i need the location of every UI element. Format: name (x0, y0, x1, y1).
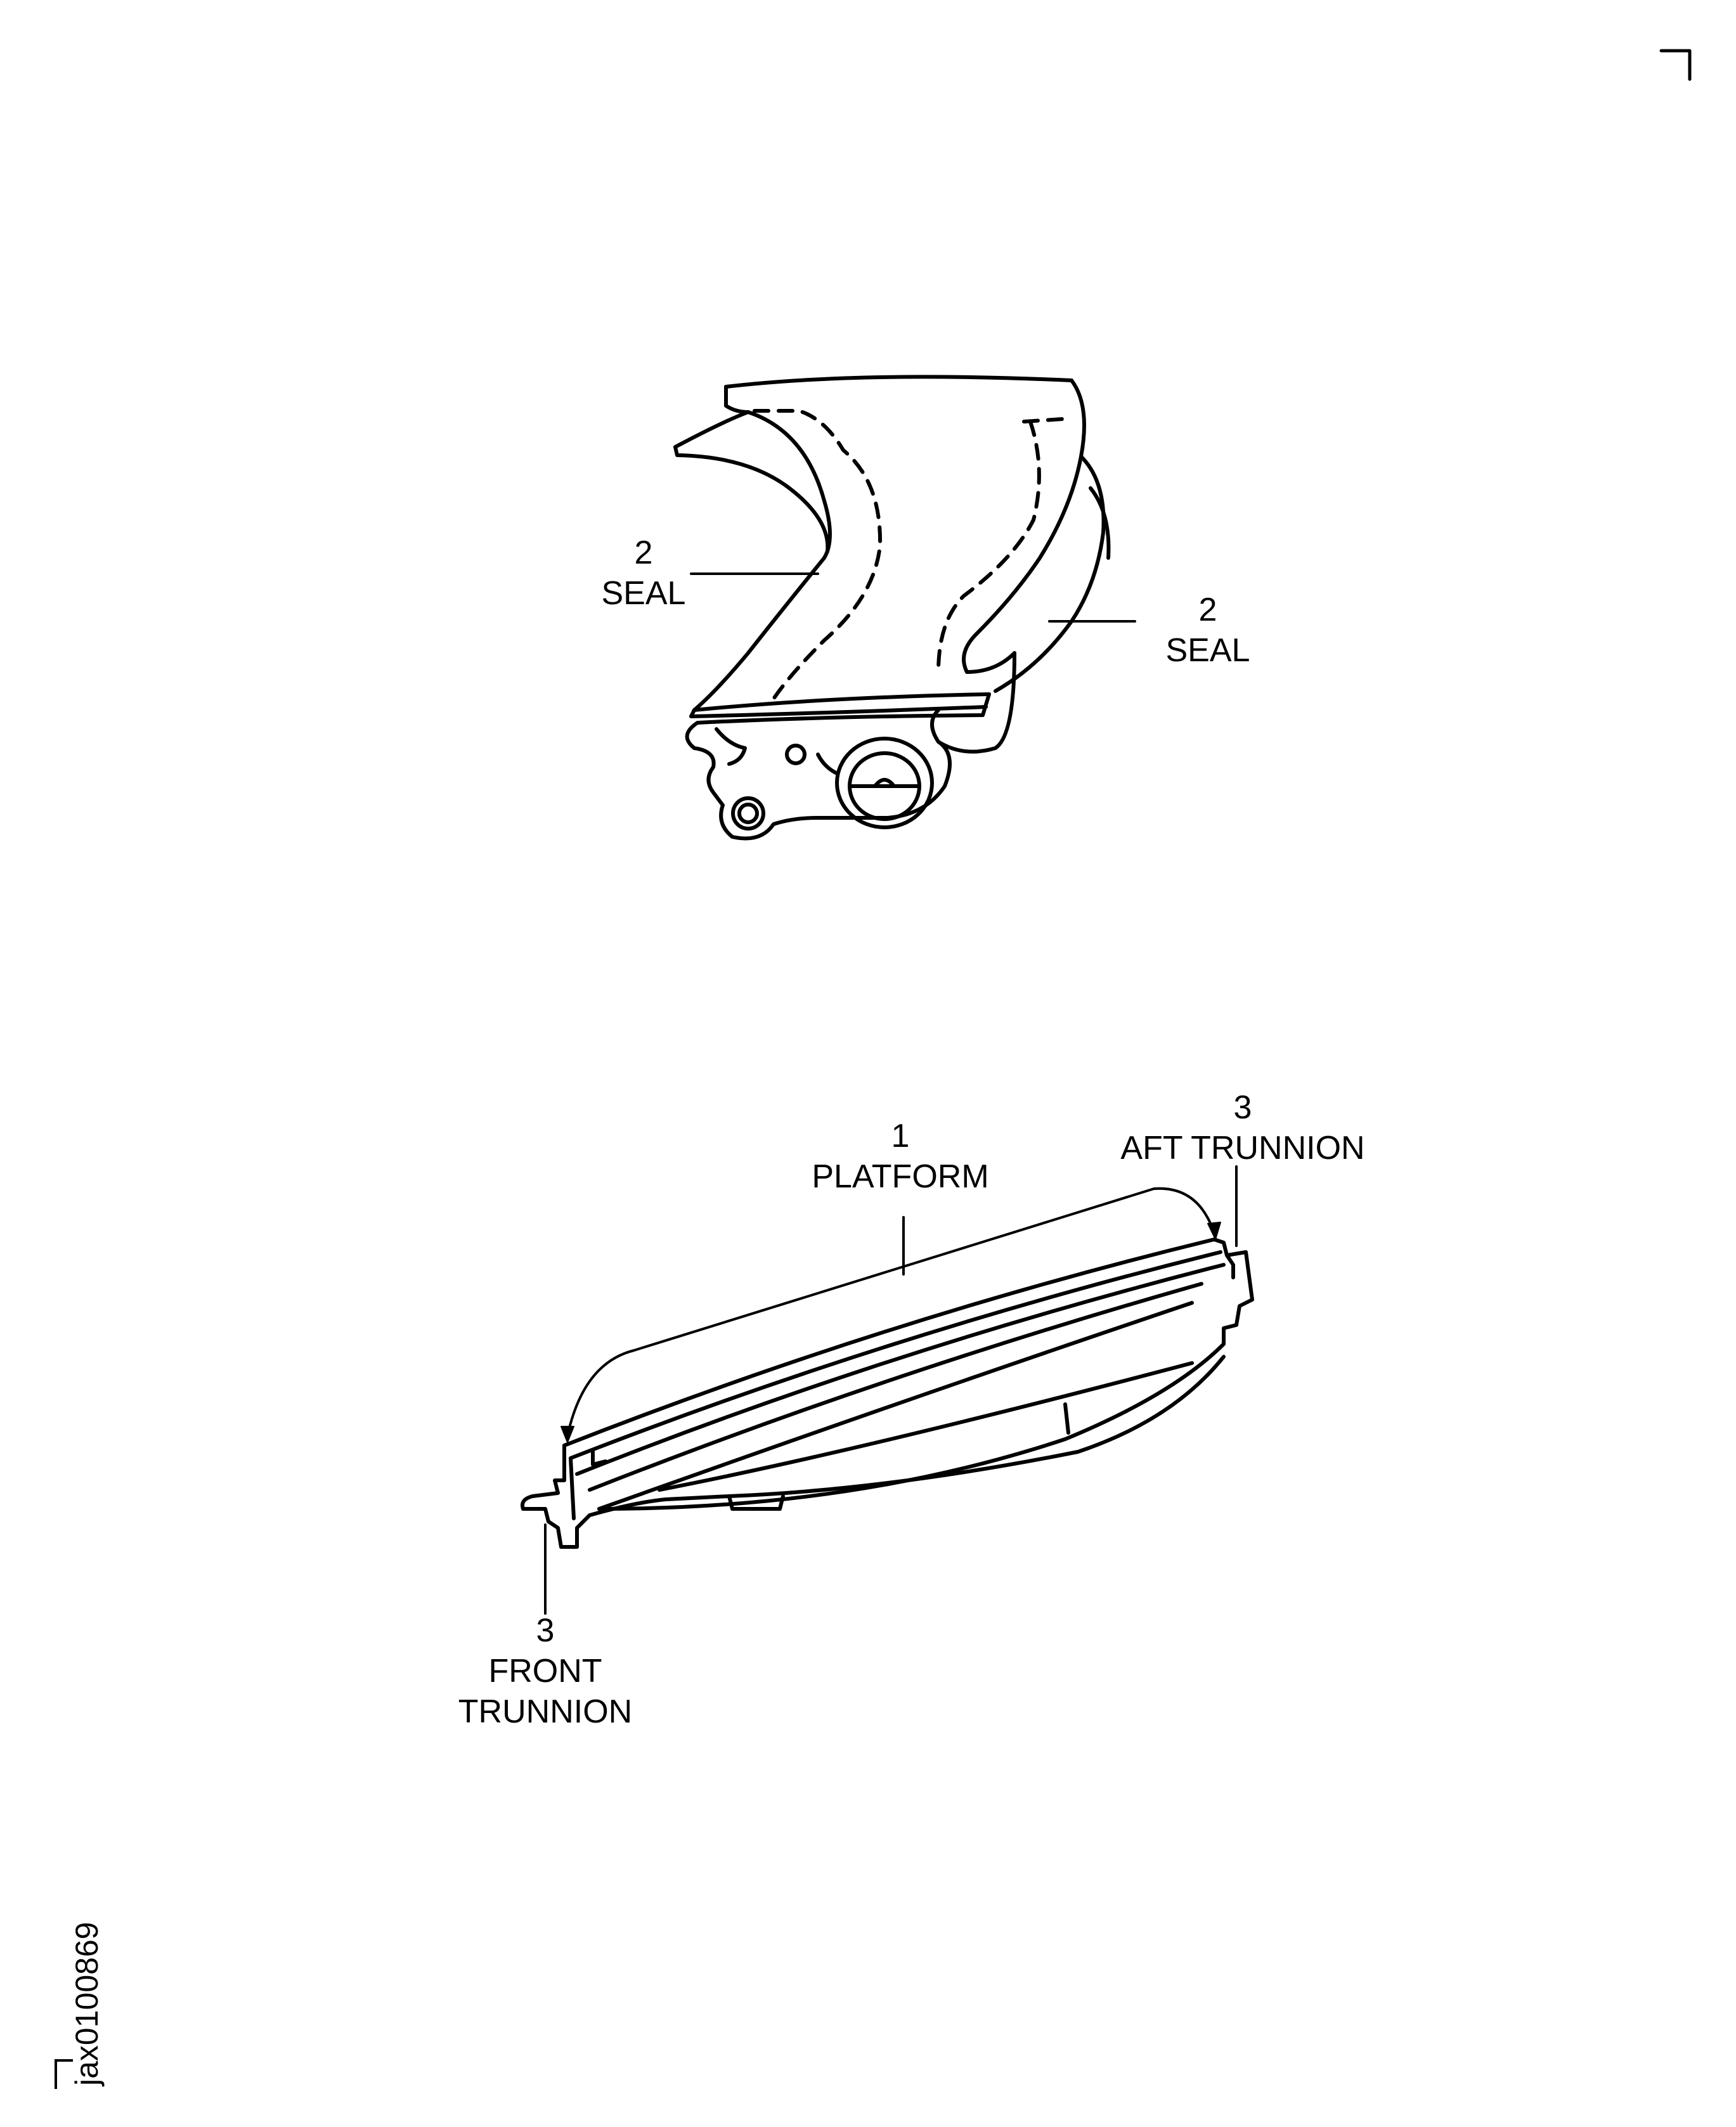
callout-label-line1: FRONT (488, 1653, 602, 1690)
callout-seal-left: 2 SEAL (596, 533, 691, 614)
leader-platform-left (566, 1349, 635, 1437)
figure-id-mark (55, 2059, 73, 2089)
callout-number: 1 (891, 1118, 910, 1154)
callout-label: PLATFORM (812, 1158, 989, 1195)
leader-platform-top (633, 1187, 1215, 1352)
crop-mark (1659, 49, 1692, 81)
figure-id: jax0100869 (69, 1922, 105, 2086)
callout-label-line2: TRUNNION (458, 1693, 633, 1730)
callout-number: 3 (1233, 1089, 1252, 1126)
callout-number: 3 (536, 1612, 555, 1649)
platform-drawing (521, 1238, 1254, 1549)
seal-segment-drawing (673, 375, 1111, 841)
callout-number: 2 (634, 534, 653, 571)
arrowhead-left (560, 1426, 574, 1443)
callout-platform: 1 PLATFORM (793, 1116, 1008, 1197)
arrowhead-right (1207, 1222, 1221, 1240)
callout-label: SEAL (601, 575, 686, 612)
callout-seal-right: 2 SEAL (1154, 590, 1262, 671)
callout-label: SEAL (1165, 632, 1250, 669)
callout-front-trunnion: 3 FRONT TRUNNION (444, 1610, 647, 1732)
callout-number: 2 (1198, 592, 1217, 628)
callout-aft-trunnion: 3 AFT TRUNNION (1116, 1087, 1370, 1168)
callout-label: AFT TRUNNION (1120, 1130, 1365, 1167)
